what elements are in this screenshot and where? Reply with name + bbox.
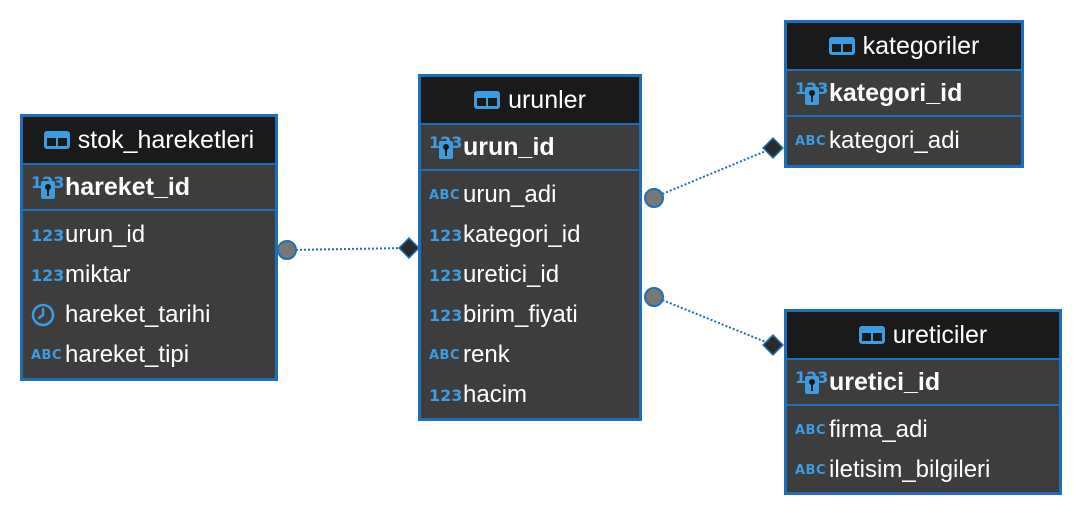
numeric-type-icon: 123 — [429, 305, 463, 325]
text-type-icon: ABC — [31, 347, 63, 363]
column-row[interactable]: ABC renk — [421, 335, 639, 375]
column-name: urun_id — [463, 132, 555, 161]
column-row[interactable]: 123 miktar — [23, 255, 275, 295]
column-name: iletisim_bilgileri — [829, 456, 991, 483]
primary-key-row[interactable]: 123 kategori_id — [787, 71, 1021, 117]
column-row[interactable]: ABC iletisim_bilgileri — [787, 450, 1059, 490]
table-urunler[interactable]: urunler 123 urun_id ABC urun_adi 123 kat… — [418, 74, 642, 421]
column-row[interactable]: 123 kategori_id — [421, 215, 639, 255]
column-name: hacim — [463, 381, 528, 408]
column-name: renk — [463, 341, 510, 368]
table-ureticiler[interactable]: ureticiler 123 uretici_id ABC firma_adi … — [784, 309, 1062, 495]
link-stok-urunler — [287, 247, 409, 251]
table-title: urunler — [508, 85, 586, 114]
column-name: kategori_id — [829, 78, 963, 107]
table-icon — [43, 131, 70, 149]
table-icon — [828, 37, 855, 55]
table-header[interactable]: ureticiler — [787, 312, 1059, 360]
table-icon — [474, 91, 501, 109]
column-name: miktar — [65, 261, 131, 288]
numeric-type-icon: 123 — [31, 225, 65, 245]
column-name: hareket_id — [65, 172, 191, 201]
column-name: urun_adi — [463, 181, 557, 208]
column-name: uretici_id — [829, 367, 941, 396]
text-type-icon: ABC — [795, 133, 827, 149]
primary-key-row[interactable]: 123 hareket_id — [23, 165, 275, 211]
column-name: hareket_tarihi — [65, 301, 211, 328]
column-name: kategori_adi — [829, 127, 960, 154]
primary-key-row[interactable]: 123 urun_id — [421, 125, 639, 171]
primary-key-icon: 123 — [795, 368, 829, 396]
column-name: birim_fiyati — [463, 301, 578, 328]
numeric-type-icon: 123 — [429, 225, 463, 245]
text-type-icon: ABC — [429, 347, 461, 363]
column-row[interactable]: 123 birim_fiyati — [421, 295, 639, 335]
numeric-type-icon: 123 — [429, 265, 463, 285]
table-title: kategoriler — [862, 31, 980, 60]
primary-key-icon: 123 — [429, 133, 463, 161]
table-title: ureticiler — [892, 320, 988, 349]
column-name: firma_adi — [829, 416, 928, 443]
link-urunler-ureticiler — [654, 296, 774, 346]
column-name: uretici_id — [463, 261, 560, 288]
clock-icon — [31, 303, 65, 327]
column-name: kategori_id — [463, 221, 581, 248]
link-urunler-kategoriler — [654, 147, 774, 198]
column-row[interactable]: 123 uretici_id — [421, 255, 639, 295]
column-row[interactable]: hareket_tarihi — [23, 295, 275, 335]
text-type-icon: ABC — [795, 422, 827, 438]
primary-key-icon: 123 — [795, 79, 829, 107]
table-icon — [858, 326, 885, 344]
primary-key-icon: 123 — [31, 173, 65, 201]
table-title: stok_hareketleri — [77, 125, 255, 154]
table-header[interactable]: urunler — [421, 77, 639, 125]
column-name: urun_id — [65, 221, 146, 248]
table-header[interactable]: stok_hareketleri — [23, 117, 275, 165]
column-row[interactable]: ABC firma_adi — [787, 410, 1059, 450]
text-type-icon: ABC — [795, 462, 827, 478]
column-row[interactable]: ABC urun_adi — [421, 175, 639, 215]
text-type-icon: ABC — [429, 187, 461, 203]
table-header[interactable]: kategoriler — [787, 23, 1021, 71]
column-row[interactable]: 123 urun_id — [23, 215, 275, 255]
table-stok-hareketleri[interactable]: stok_hareketleri 123 hareket_id 123 urun… — [20, 114, 278, 381]
numeric-type-icon: 123 — [429, 385, 463, 405]
column-row[interactable]: ABC hareket_tipi — [23, 335, 275, 375]
column-row[interactable]: 123 hacim — [421, 375, 639, 415]
column-name: hareket_tipi — [65, 341, 190, 368]
table-kategoriler[interactable]: kategoriler 123 kategori_id ABC kategori… — [784, 20, 1024, 168]
column-row[interactable]: ABC kategori_adi — [787, 121, 1021, 161]
primary-key-row[interactable]: 123 uretici_id — [787, 360, 1059, 406]
numeric-type-icon: 123 — [31, 265, 65, 285]
